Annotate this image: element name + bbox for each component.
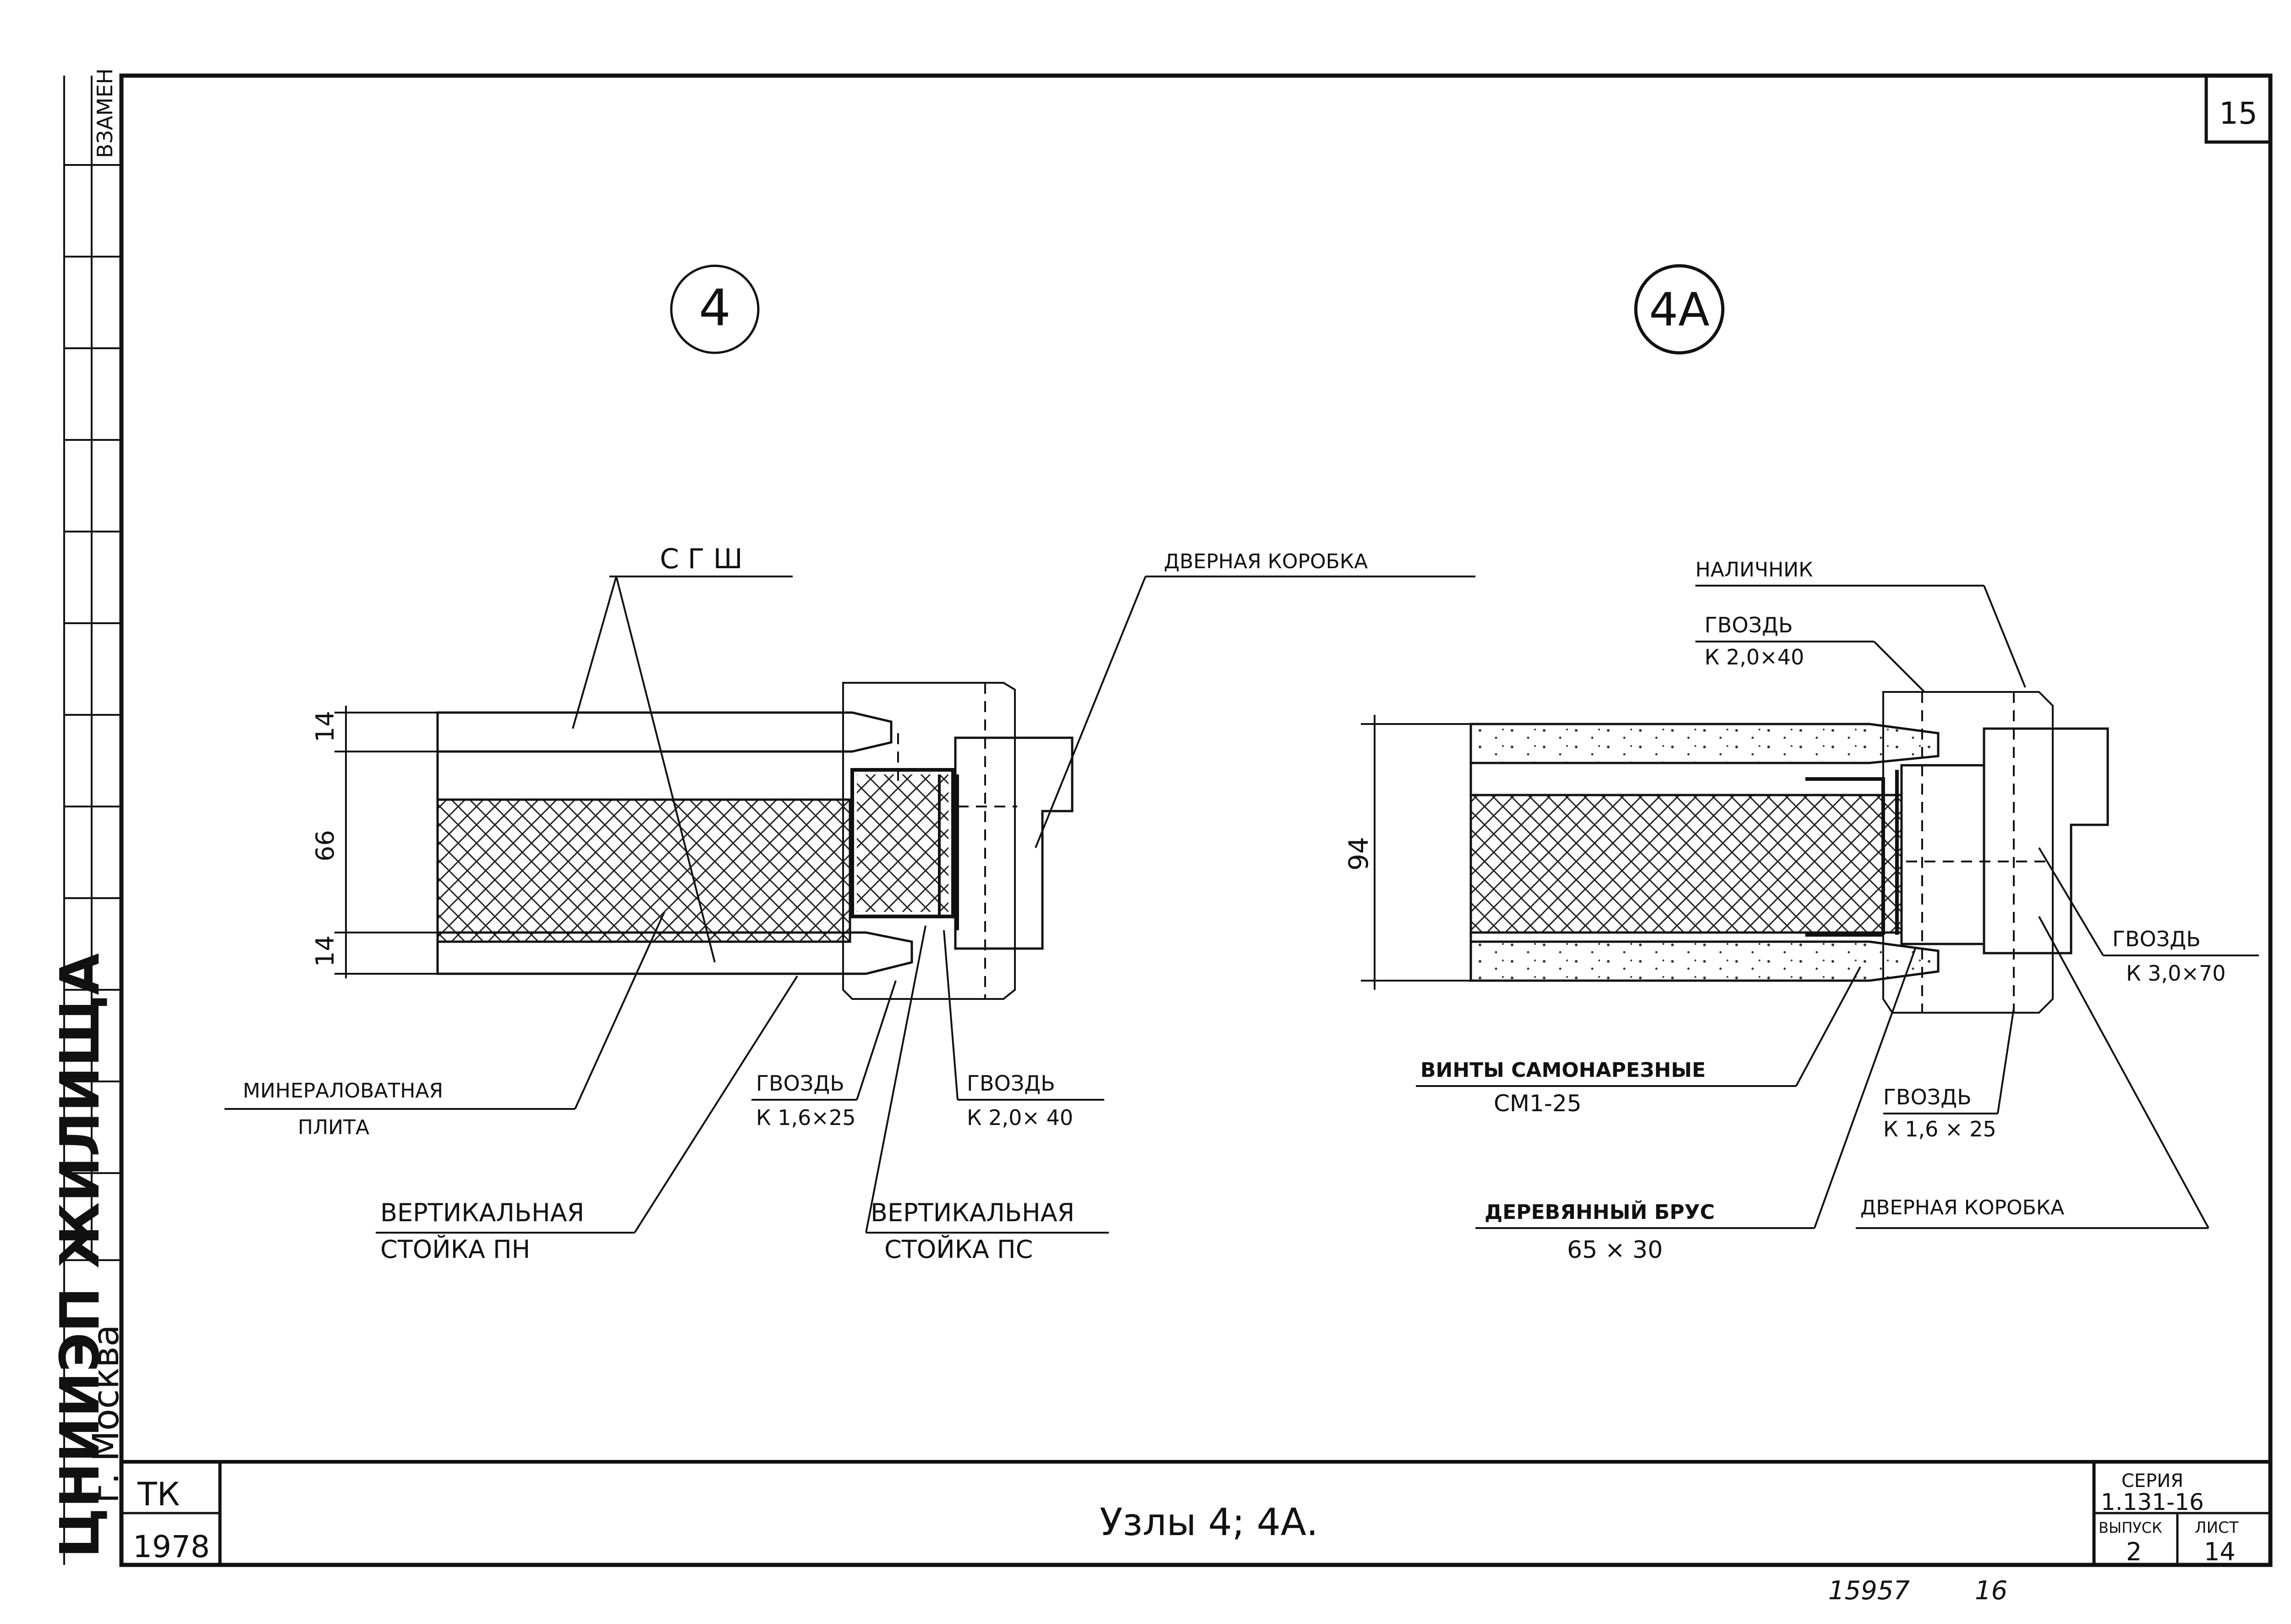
label-vertical-ps-2: СТОЙКА ПС	[884, 1235, 1033, 1264]
series-label: СЕРИЯ	[2121, 1470, 2183, 1492]
label-nail-large-1: ГВОЗДЬ	[967, 1071, 1055, 1096]
label-screws-1: ВИНТЫ САМОНАРЕЗНЫЕ	[1420, 1059, 1706, 1082]
label-nail-bottom-2: К 1,6 × 25	[1883, 1117, 1996, 1141]
label-beam-1: ДЕРЕВЯННЫЙ БРУС	[1485, 1200, 1715, 1224]
door-frame-4a	[1882, 691, 2109, 1014]
steel-stud-pn	[850, 768, 955, 918]
label-door-box: ДВЕРНАЯ КОРОБКА	[1164, 550, 1368, 573]
label-nail-top-1: ГВОЗДЬ	[1705, 613, 1793, 637]
label-nail-bottom-1: ГВОЗДЬ	[1883, 1085, 1972, 1109]
page-number: 16	[1975, 1576, 2007, 1606]
label-nail-right-1: ГВОЗДЬ	[2112, 927, 2201, 951]
dim-top: 14	[311, 711, 340, 742]
drawing-title: Узлы 4; 4А.	[1100, 1501, 1318, 1544]
dim-middle: 66	[311, 830, 340, 861]
detail-4-marker: 4	[699, 279, 731, 337]
door-frame	[842, 682, 1074, 1000]
title-code: ТК	[137, 1476, 180, 1513]
label-vertical-pn-1: ВЕРТИКАЛЬНАЯ	[380, 1198, 584, 1227]
detail-4a-marker: 4А	[1649, 283, 1710, 336]
board-bottom-4a	[1469, 940, 1940, 982]
issue-value: 2	[2126, 1537, 2142, 1566]
label-casing: НАЛИЧНИК	[1695, 558, 1813, 582]
insulation-4a	[1469, 794, 1903, 934]
series-value: 1.131-16	[2101, 1489, 2204, 1515]
label-screws-2: СМ1-25	[1494, 1090, 1582, 1117]
label-vertical-ps-1: ВЕРТИКАЛЬНАЯ	[871, 1198, 1074, 1227]
title-block: ТК 1978 Узлы 4; 4А. СЕРИЯ 1.131-16 ВЫПУС…	[133, 1470, 2239, 1566]
detail-4a-dimensions	[1361, 715, 1471, 990]
sheet-number: 15	[2219, 96, 2258, 131]
title-year: 1978	[133, 1529, 210, 1564]
issue-label: ВЫПУСК	[2099, 1519, 2162, 1536]
label-sgsh: С Г Ш	[660, 543, 743, 575]
mineral-wool-slab	[436, 798, 851, 943]
dim-bottom: 14	[311, 935, 340, 967]
wooden-beam	[1900, 764, 1985, 945]
detail-4a-leaders	[1416, 585, 2259, 1229]
gypsum-board-top	[436, 711, 893, 753]
detail-4a: 4А 94	[1343, 264, 2259, 1264]
left-strip	[63, 76, 121, 1565]
label-door-box-4a: ДВЕРНАЯ КОРОБКА	[1860, 1196, 2064, 1219]
label-beam-2: 65 × 30	[1567, 1236, 1663, 1264]
label-nail-right-2: К 3,0×70	[2126, 961, 2226, 986]
detail-4-dimensions	[334, 706, 438, 978]
detail-4-leaders	[225, 576, 1475, 1234]
sheet-frame	[119, 73, 2273, 1567]
label-nail-top-2: К 2,0×40	[1705, 645, 1804, 669]
label-mineral-wool-2: ПЛИТА	[298, 1116, 369, 1139]
archive-number: 15957	[1828, 1576, 1910, 1606]
strip-field-label: ВЗАМЕН	[93, 68, 117, 158]
sheet-label: ЛИСТ	[2195, 1519, 2239, 1537]
detail-4: 4	[225, 264, 1475, 1264]
city-name: г. Москва	[86, 1325, 127, 1503]
label-nail-large-2: К 2,0× 40	[967, 1105, 1073, 1130]
steel-stud-ps	[938, 774, 959, 930]
organization-name: ЦНИИЭП ЖИЛИЩА	[48, 953, 111, 1558]
label-vertical-pn-2: СТОЙКА ПН	[380, 1235, 530, 1264]
label-nail-small-1: ГВОЗДЬ	[756, 1071, 844, 1096]
dim-total: 94	[1343, 837, 1374, 871]
board-top-4a	[1469, 723, 1940, 764]
label-nail-small-2: К 1,6×25	[756, 1105, 856, 1130]
label-mineral-wool-1: МИНЕРАЛОВАТНАЯ	[243, 1079, 443, 1103]
sheet-value: 14	[2204, 1537, 2236, 1566]
